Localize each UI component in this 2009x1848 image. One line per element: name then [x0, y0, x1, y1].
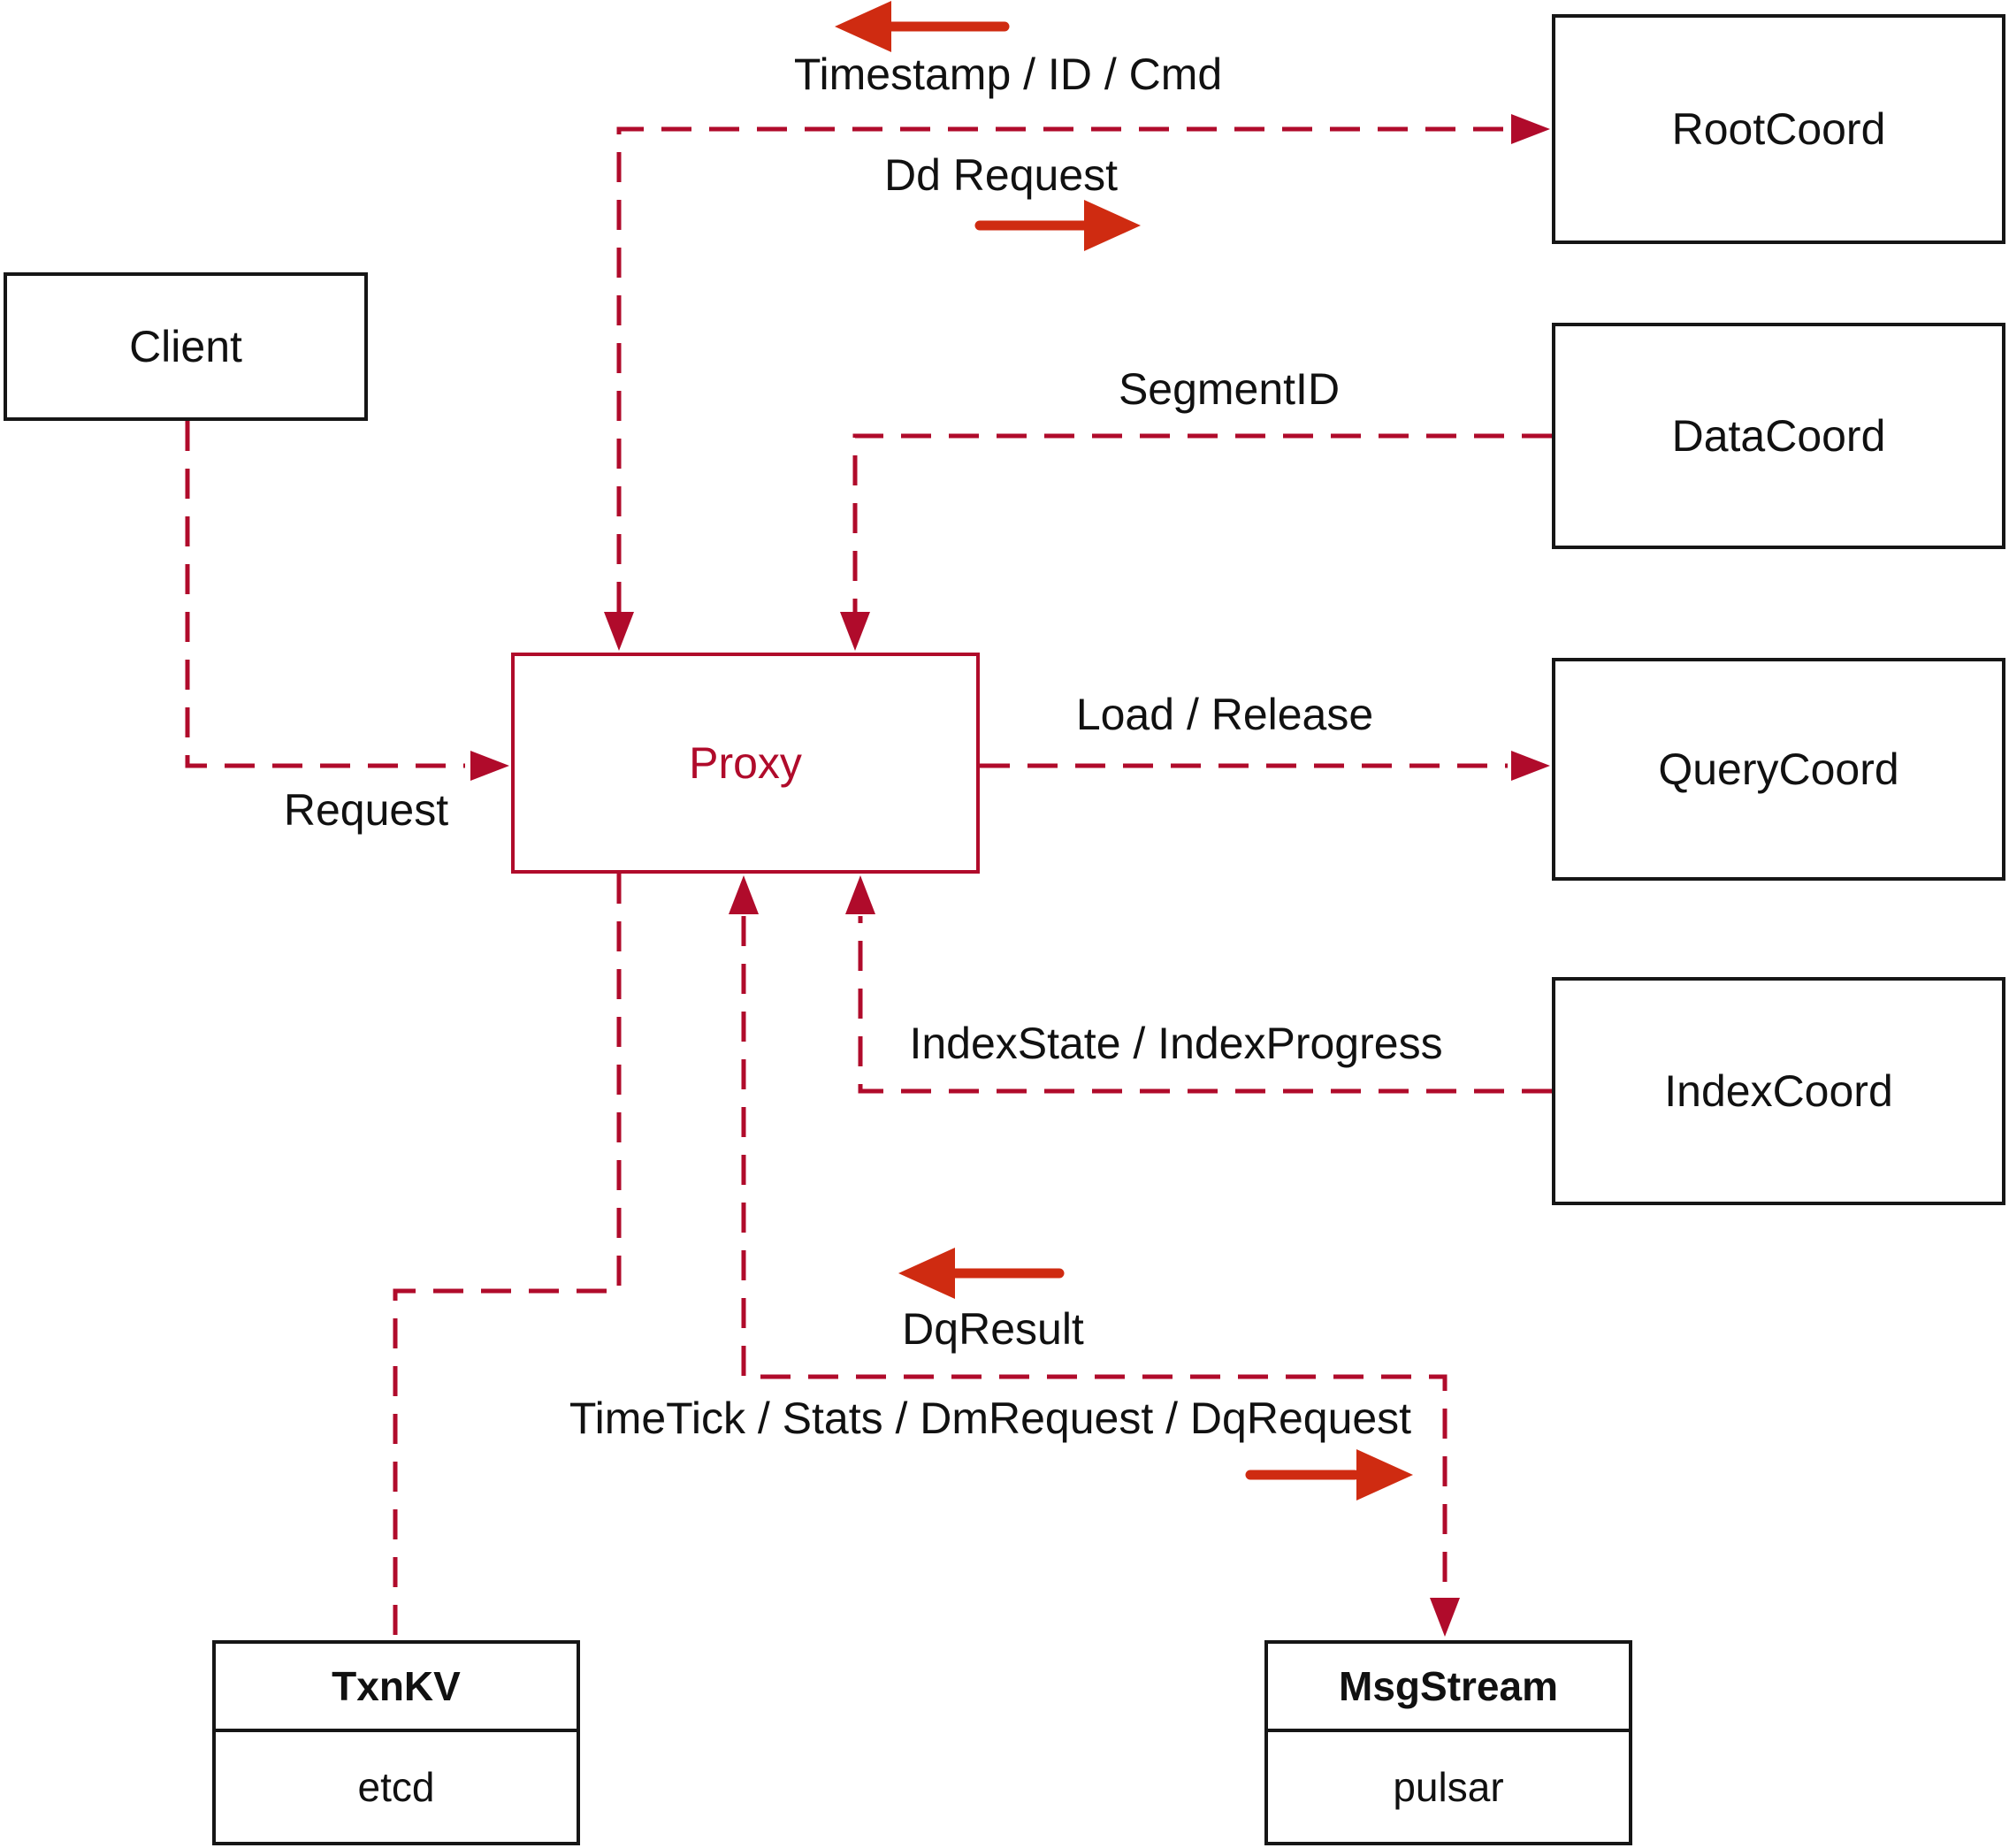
node-rootcoord-label: RootCoord: [1671, 104, 1886, 154]
node-datacoord-label: DataCoord: [1671, 411, 1886, 461]
edge-label-dq-result: DqResult: [902, 1304, 1084, 1354]
edge-label-dd-request: Dd Request: [883, 150, 1119, 200]
arrowhead-into-querycoord-icon: [1511, 751, 1550, 781]
node-indexcoord-label: IndexCoord: [1664, 1066, 1893, 1116]
node-client-label: Client: [129, 322, 242, 371]
arrowhead-into-proxy-bottom-middle-icon: [729, 875, 759, 914]
edge-label-timestamp: Timestamp / ID / Cmd: [793, 50, 1223, 99]
node-client: Client: [4, 272, 368, 421]
edge-label-segment-id: SegmentID: [1118, 364, 1341, 414]
edge-indexcoord-proxy: [858, 916, 1552, 1094]
txnkv-title: TxnKV: [216, 1644, 577, 1732]
node-datacoord: DataCoord: [1552, 323, 2005, 549]
node-rootcoord: RootCoord: [1552, 14, 2005, 244]
arrowhead-into-msgstream-icon: [1430, 1598, 1460, 1637]
left-direction-arrow-timestamp-icon: [835, 1, 1010, 52]
node-querycoord: QueryCoord: [1552, 658, 2005, 881]
edge-label-load-release: Load / Release: [1075, 690, 1374, 739]
left-direction-arrow-dqresult-icon: [898, 1248, 1065, 1299]
edge-label-index-state: IndexState / IndexProgress: [909, 1019, 1443, 1068]
right-direction-arrow-timetick-icon: [1245, 1449, 1413, 1501]
edge-proxy-txnkv: [393, 874, 622, 1638]
txnkv-subtitle: etcd: [357, 1764, 435, 1810]
node-txnkv: TxnKV etcd: [212, 1640, 580, 1845]
node-msgstream: MsgStream pulsar: [1264, 1640, 1632, 1845]
msgstream-title: MsgStream: [1268, 1644, 1629, 1732]
arrowhead-into-rootcoord-icon: [1511, 114, 1550, 144]
msgstream-subtitle: pulsar: [1393, 1764, 1504, 1810]
arrowhead-into-proxy-top-left-icon: [604, 612, 634, 651]
edge-label-request: Request: [283, 785, 449, 835]
edge-label-timetick: TimeTick / Stats / DmRequest / DqRequest: [569, 1394, 1412, 1443]
node-proxy-label: Proxy: [689, 738, 802, 788]
arrowhead-into-proxy-bottom-right-icon: [845, 875, 875, 914]
node-querycoord-label: QueryCoord: [1658, 745, 1899, 794]
edge-datacoord-proxy: [852, 433, 1552, 612]
arrowhead-into-proxy-left-icon: [470, 751, 509, 781]
arrowhead-into-proxy-top-right-icon: [840, 612, 870, 651]
right-direction-arrow-dd-request-icon: [974, 200, 1141, 251]
edge-client-proxy: [185, 421, 465, 768]
node-proxy: Proxy: [511, 653, 980, 874]
node-indexcoord: IndexCoord: [1552, 977, 2005, 1205]
edge-proxy-rootcoord: [616, 126, 1508, 612]
